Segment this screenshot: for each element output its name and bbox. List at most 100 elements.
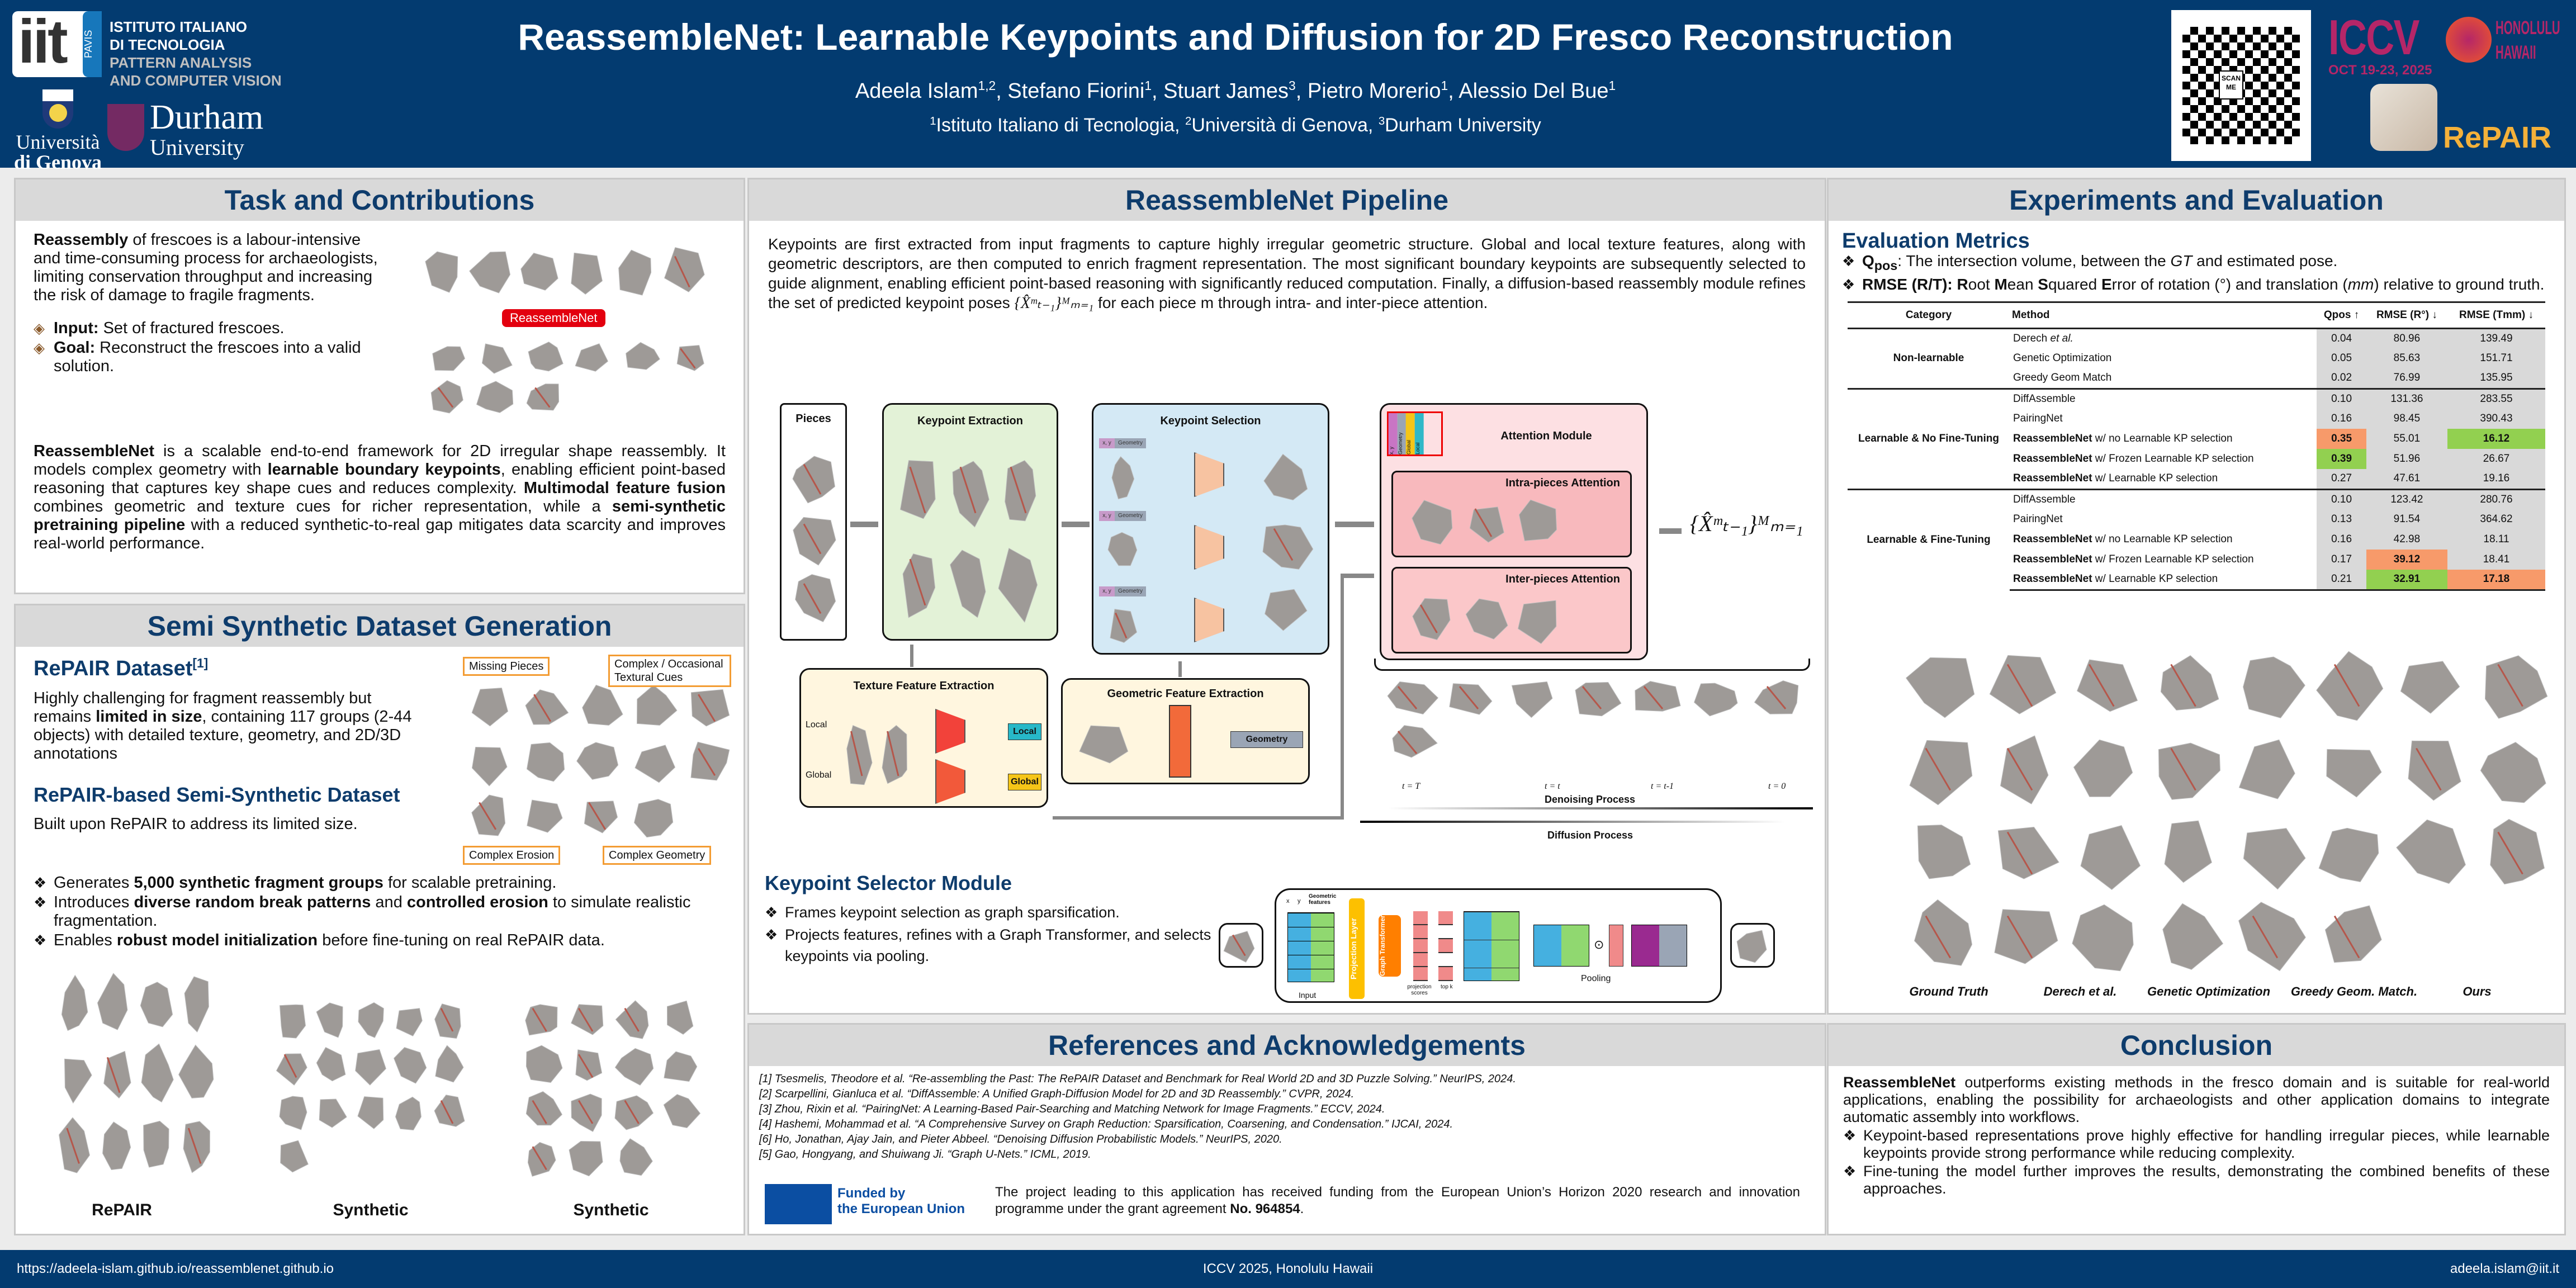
- fresco-fragment: [633, 799, 674, 838]
- task-description: ReassembleNet is a scalable end-to-end f…: [34, 442, 726, 553]
- fresco-fragment: [471, 794, 506, 836]
- panel-title: Conclusion: [1829, 1025, 2564, 1066]
- repair-description: Highly challenging for fragment reassemb…: [34, 689, 425, 763]
- fresco-red-band: [909, 558, 926, 606]
- text-segment: The project leading to this application …: [995, 1185, 1800, 1216]
- value-cell: 18.41: [2447, 550, 2545, 570]
- fresco-fragment: [2318, 827, 2379, 883]
- column-header: RMSE (R°) ↓: [2366, 301, 2447, 329]
- fresco-fragment: [619, 1138, 653, 1176]
- fresco-fragment: [528, 342, 564, 372]
- email-link[interactable]: adeela.islam@iit.it: [2450, 1261, 2559, 1276]
- bullet: Generates 5,000 synthetic fragment group…: [34, 874, 726, 892]
- bold-text: ReassembleNet: [2013, 573, 2092, 585]
- iccv-date: OCT 19-23, 2025: [2328, 63, 2432, 78]
- value-cell: 19.16: [2447, 469, 2545, 490]
- inter-attention-box: Inter-pieces Attention: [1391, 567, 1632, 654]
- fresco-fragment: [664, 1051, 698, 1082]
- author: Stuart James3,: [1163, 78, 1308, 103]
- fresco-red-band: [532, 1007, 547, 1032]
- fresco-fragment: [2243, 656, 2305, 718]
- value-cell: 0.21: [2317, 570, 2366, 591]
- neural-network-icon: [935, 709, 965, 754]
- fragments-image: [418, 241, 709, 302]
- fresco-red-band: [698, 748, 716, 776]
- bold-text: ReassembleNet: [2013, 472, 2092, 485]
- output-formula: {X̂ᵐₜ₋₁}ᴹₘ₌₁: [1690, 511, 1803, 536]
- text-segment: Generates: [54, 874, 134, 892]
- fresco-fragment: [1994, 909, 2058, 964]
- bullet-goal: Goal: Reconstruct the frescoes into a va…: [34, 339, 391, 376]
- text-segment: w/ Frozen Learnable KP selection: [2092, 453, 2254, 465]
- repair-logo-text: RePAIR: [2443, 121, 2552, 154]
- intra-attention-graph: [1404, 495, 1622, 551]
- text-segment: PairingNet: [2013, 413, 2063, 425]
- fresco-fragment: [435, 1045, 464, 1083]
- fresco-fragment: [476, 381, 514, 413]
- fresco-fragment: [614, 1095, 654, 1130]
- conclusion-panel: Conclusion ReassembleNet outperforms exi…: [1827, 1023, 2566, 1235]
- text-segment: w/ Learnable KP selection: [2092, 573, 2218, 585]
- panel-title: Task and Contributions: [16, 179, 744, 221]
- text-segment: of frescoes is a labour-intensive and ti…: [34, 231, 378, 304]
- value-cell: 364.62: [2447, 509, 2545, 530]
- method-cell: Derech et al.: [2010, 328, 2317, 348]
- qr-code[interactable]: SCAN ME: [2171, 10, 2311, 161]
- selector-bullets: Frames keypoint selection as graph spars…: [765, 901, 1212, 968]
- column-header: Method: [2010, 301, 2317, 329]
- project-url-link[interactable]: https://adeela-islam.github.io/reassembl…: [17, 1261, 334, 1276]
- fresco-fragment: [2326, 749, 2382, 798]
- fresco-red-band: [887, 731, 899, 776]
- author-list: Adeela Islam1,2, Stefano Fiorini1, Stuar…: [313, 78, 2158, 103]
- fresco-red-band: [2170, 664, 2196, 707]
- text-segment: oot: [1968, 275, 1995, 293]
- value-cell: 85.63: [2366, 348, 2447, 369]
- fresco-fragment: [792, 456, 836, 504]
- bold-text: pos: [1874, 258, 1898, 273]
- bold-text: Multimodal feature fusion: [523, 479, 726, 497]
- fresco-fragment: [666, 1000, 694, 1035]
- bullet: Introduces diverse random break patterns…: [34, 893, 726, 930]
- repair-logo-image: [2370, 84, 2437, 151]
- repair-sample-image: [55, 969, 217, 1181]
- durham-shield-icon: [107, 104, 144, 151]
- pooled-features: [1533, 925, 1589, 967]
- bold-text: ReassembleNet: [1843, 1074, 1956, 1091]
- fresco-red-band: [2006, 664, 2033, 707]
- fresco-fragment: [357, 1096, 384, 1129]
- value-cell: 0.13: [2317, 509, 2366, 530]
- iccv-logo: ICCV OCT 19-23, 2025: [2328, 12, 2441, 78]
- affiliation: 2Università di Genova,: [1185, 115, 1379, 136]
- text-segment: DiffAssemble: [2013, 392, 2076, 405]
- neural-network-icon: [1194, 452, 1224, 497]
- table-row: ReassembleNet w/ Frozen Learnable KP sel…: [1848, 550, 2545, 570]
- fresco-red-band: [533, 694, 552, 722]
- method-cell: ReassembleNet w/ Learnable KP selection: [2010, 570, 2317, 591]
- connector-line: [1053, 816, 1343, 820]
- author: Pietro Morerio1,: [1307, 78, 1459, 103]
- text-segment: : The intersection volume, between the: [1897, 252, 2171, 269]
- metrics-heading: Evaluation Metrics: [1842, 229, 2030, 253]
- funding-statement: The project leading to this application …: [995, 1184, 1800, 1218]
- fresco-red-band: [2497, 831, 2523, 875]
- value-cell: 18.11: [2447, 529, 2545, 550]
- fresco-fragment: [1110, 609, 1138, 643]
- text-segment: with a reduced synthetic-to-real gap mit…: [34, 516, 726, 552]
- fresco-fragment: [584, 801, 618, 834]
- value-cell: 0.17: [2317, 550, 2366, 570]
- keypoint-selector-diagram: x y Geometric features Input Projection …: [1275, 888, 1722, 1003]
- fresco-fragment: [576, 742, 619, 780]
- iccv-logo-text: ICCV: [2328, 10, 2419, 65]
- bold-text: E: [2101, 275, 2112, 293]
- experiments-panel: Experiments and Evaluation Evaluation Me…: [1827, 178, 2566, 1015]
- fresco-red-band: [1474, 508, 1493, 537]
- hibiscus-icon: [2446, 17, 2492, 63]
- text-segment: ean: [2007, 275, 2038, 293]
- fresco-fragment: [636, 685, 678, 726]
- bold-text: learnable boundary keypoints: [267, 461, 501, 479]
- fresco-red-band: [698, 694, 716, 722]
- fresco-red-band: [1010, 466, 1027, 514]
- text-segment: for scalable pretraining.: [383, 874, 557, 892]
- fresco-fragment: [2400, 661, 2460, 714]
